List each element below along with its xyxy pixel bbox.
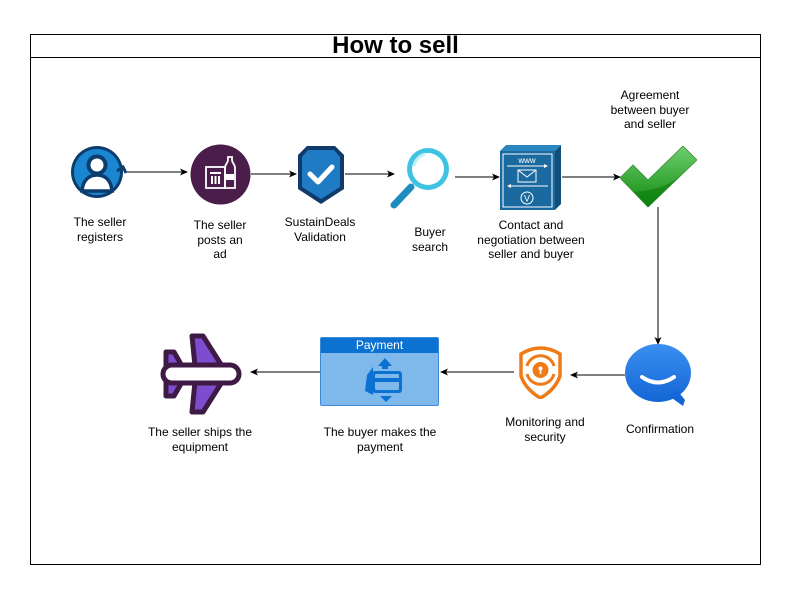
diagram-frame: How to sell (30, 34, 761, 565)
diagram-title: How to sell (332, 32, 459, 59)
label-line: registers (76, 229, 123, 244)
label-line: The seller (73, 215, 127, 229)
airplane-icon[interactable] (160, 333, 242, 415)
magnifier-icon[interactable] (389, 144, 455, 210)
label-buyer-search: Buyer search (412, 225, 448, 254)
label-line: The buyer makes the (323, 425, 437, 439)
payment-box-title: Payment (321, 338, 438, 353)
label-line: Validation (294, 229, 346, 244)
label-post-ad: The seller posts an ad (194, 218, 247, 262)
web-mail-icon[interactable]: www V (500, 145, 561, 210)
label-line: security (524, 429, 566, 444)
user-profile-icon[interactable] (70, 145, 128, 201)
label-contact: Contact and negotiation between seller a… (477, 218, 584, 262)
label-line: Contact and (498, 218, 564, 232)
label-line: seller and buyer (488, 247, 574, 261)
label-confirmation: Confirmation (626, 422, 694, 437)
label-line: payment (356, 439, 404, 454)
label-line: Confirmation (625, 422, 695, 436)
products-icon[interactable] (190, 144, 251, 205)
label-line: Agreement (620, 88, 680, 102)
label-line: The seller (193, 218, 247, 232)
label-line: ad (213, 247, 227, 261)
label-line: SustainDeals (284, 215, 356, 229)
svg-text:V: V (524, 194, 530, 204)
label-validation: SustainDeals Validation (285, 215, 356, 244)
label-line: search (411, 239, 449, 254)
label-line: and seller (623, 117, 677, 131)
label-ship: The seller ships the equipment (148, 425, 252, 454)
chat-bubble-icon[interactable] (625, 344, 691, 406)
label-agreement: Agreement between buyer and seller (611, 88, 690, 132)
svg-text:www: www (517, 156, 536, 165)
label-line: negotiation between (477, 232, 585, 247)
shield-check-icon[interactable] (297, 145, 345, 205)
label-payment: The buyer makes the payment (324, 425, 437, 454)
security-lock-shield-icon[interactable] (517, 344, 564, 400)
green-checkmark-icon[interactable] (619, 145, 698, 208)
payment-card-icon (365, 358, 402, 402)
label-line: between buyer (610, 102, 690, 117)
label-monitoring: Monitoring and security (505, 415, 584, 444)
label-line: posts an (197, 232, 243, 247)
label-register: The seller registers (74, 215, 127, 244)
payment-box[interactable]: Payment (320, 337, 439, 406)
title-bar: How to sell (31, 32, 760, 59)
label-line: Buyer (414, 225, 446, 239)
label-line: Monitoring and (505, 415, 585, 429)
label-line: The seller ships the (147, 425, 253, 439)
label-line: equipment (171, 439, 229, 454)
